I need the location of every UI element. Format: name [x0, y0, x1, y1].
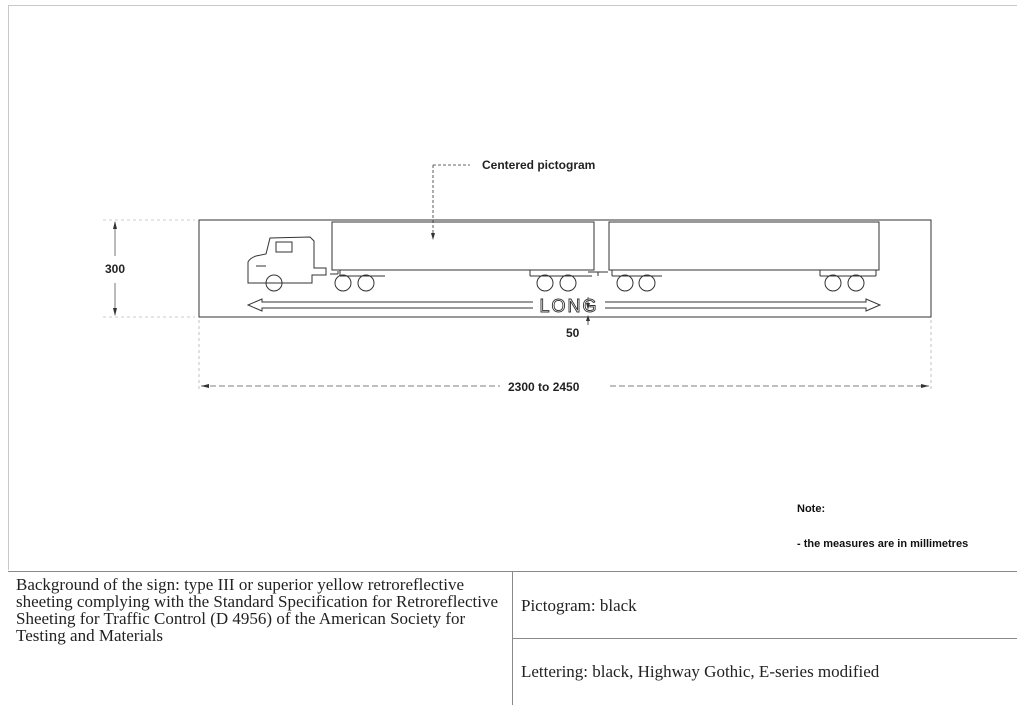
technical-drawing: Centered pictogram 300 2300 to 2450 50	[0, 0, 1017, 570]
width-dimension: 2300 to 2450	[199, 320, 931, 394]
sign-lettering: LONG	[539, 296, 598, 316]
note-line: - the measures are in millimetres	[797, 538, 968, 550]
pictogram-callout: Centered pictogram	[431, 158, 595, 240]
pictogram-spec-text: Pictogram: black	[521, 596, 637, 615]
wheels	[266, 275, 864, 291]
tractor-cab	[248, 237, 338, 283]
background-spec-text: Background of the sign: type III or supe…	[16, 575, 498, 645]
margin-label: 50	[566, 326, 580, 340]
note-title: Note:	[797, 503, 825, 515]
width-label: 2300 to 2450	[508, 380, 580, 394]
lettering-spec-cell: Lettering: black, Highway Gothic, E-seri…	[513, 639, 1017, 705]
front-trailer	[332, 222, 594, 270]
callout-label: Centered pictogram	[482, 158, 595, 172]
height-dimension: 300	[103, 220, 195, 317]
background-spec-cell: Background of the sign: type III or supe…	[8, 572, 513, 705]
rear-trailer	[609, 222, 879, 270]
lettering-spec-text: Lettering: black, Highway Gothic, E-seri…	[521, 662, 879, 681]
specification-table: Background of the sign: type III or supe…	[8, 571, 1017, 705]
pictogram-spec-cell: Pictogram: black	[513, 572, 1017, 639]
height-label: 300	[105, 262, 125, 276]
